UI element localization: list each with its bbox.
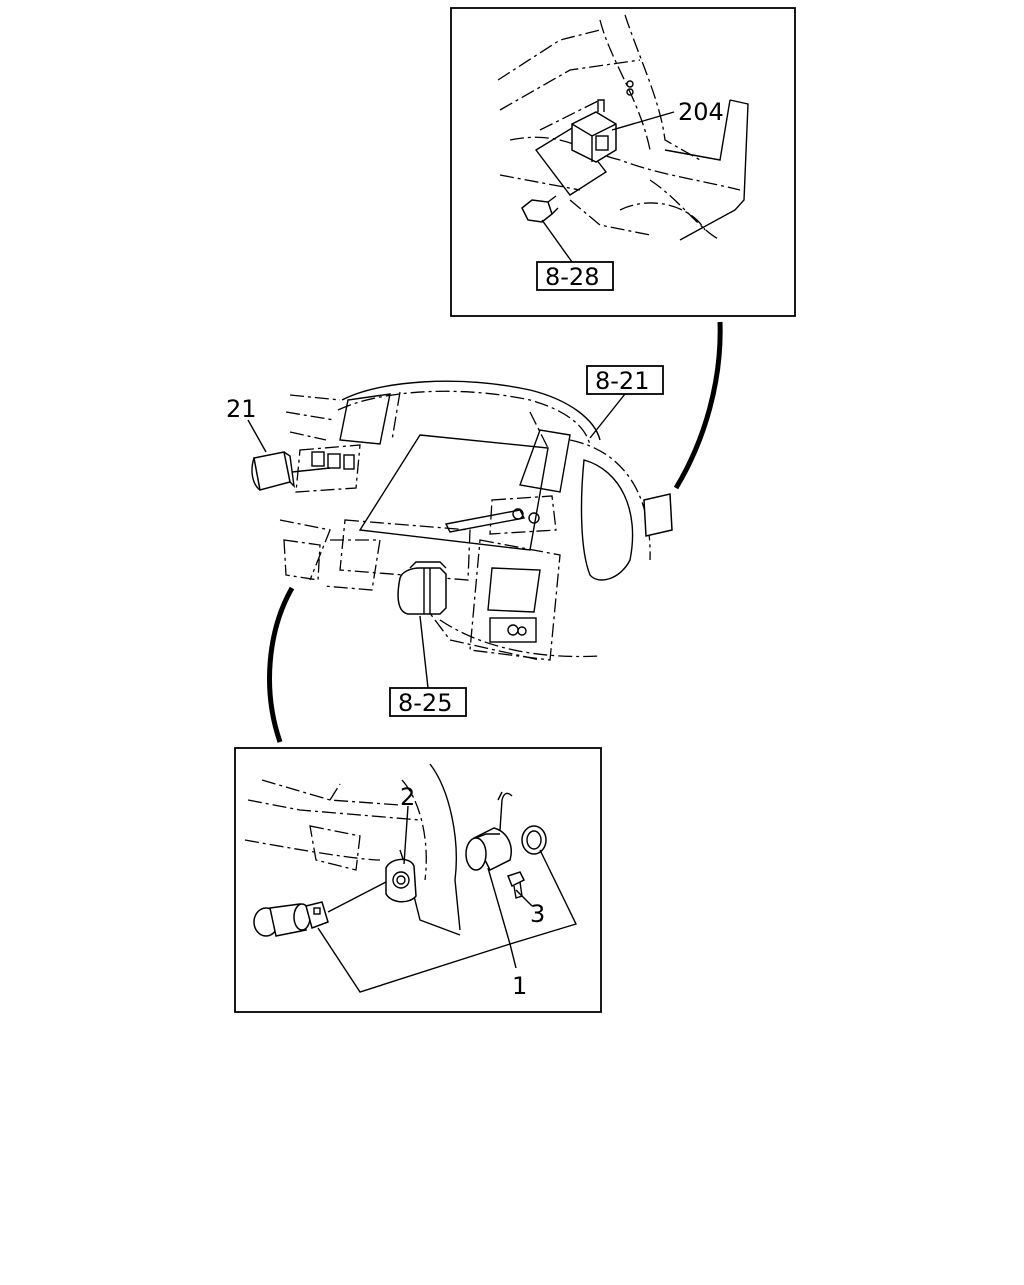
callout-2: 2 [400,783,415,811]
relay-204 [571,80,634,163]
callout-204: 204 [678,98,724,126]
socket-8-25 [397,561,447,615]
ref-8-25[interactable]: 8-25 [398,689,452,717]
dashboard-main: 21 8-25 8-21 [226,321,723,743]
bolt-8-28 [521,195,559,223]
lighter-plug [253,881,387,937]
callout-3: 3 [530,900,545,928]
ref-box-8-21 [586,365,664,395]
ref-box-8-28 [536,261,614,291]
ref-8-21[interactable]: 8-21 [595,367,649,395]
socket-body [465,791,513,872]
connector-bottom [267,586,295,743]
inset-bottom: 2 3 [234,747,602,1013]
ref-8-28[interactable]: 8-28 [545,263,599,291]
ring-3 [521,825,547,855]
connector-top [673,321,723,490]
small-bolt [507,871,526,899]
ref-box-8-25 [389,687,467,717]
switch-21 [251,451,331,491]
inset-top: 204 8-28 [450,7,796,317]
bezel-2 [385,858,417,903]
inset-top-frame [450,7,796,317]
callout-1: 1 [512,972,527,1000]
inset-bottom-frame [234,747,602,1013]
callout-21: 21 [226,395,257,423]
